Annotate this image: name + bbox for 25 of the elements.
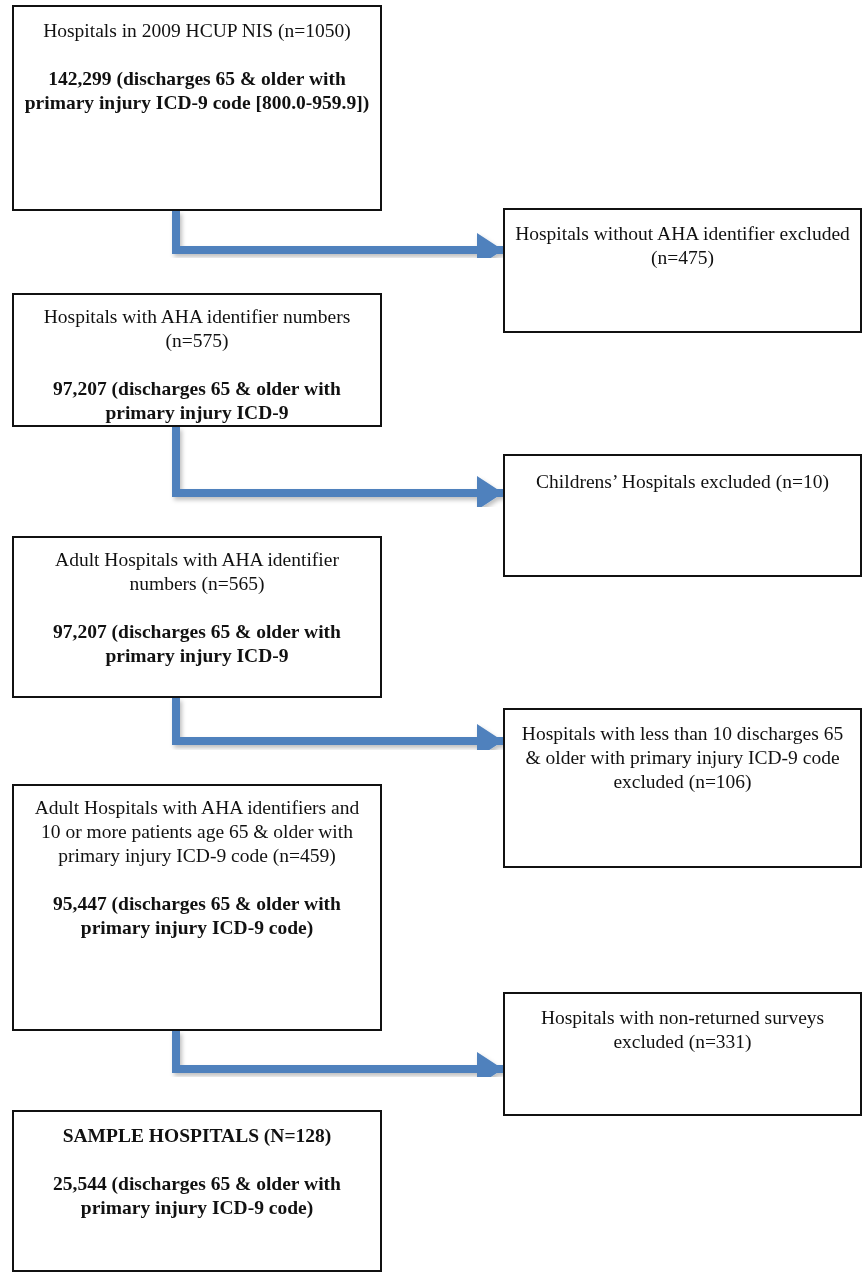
box-text: 25,544 (discharges 65 & older with primary injury ICD-9 code): [52, 1172, 342, 1220]
box-text: 95,447 (discharges 65 & older with primary injury ICD-9 code): [52, 892, 342, 940]
process-box: [12, 784, 382, 1031]
box-text: 97,207 (discharges 65 & older with primary injury ICD-9: [52, 620, 342, 668]
arrow: [172, 427, 503, 510]
process-box: [12, 1110, 382, 1272]
box-text: 97,207 (discharges 65 & older with primary injury ICD-9: [52, 377, 342, 425]
process-box: [12, 5, 382, 211]
box-text: Hospitals with non-returned surveys excluded (n=331): [539, 1006, 826, 1054]
process-box: [503, 454, 862, 577]
box-text: Childrens’ Hospitals excluded (n=10): [536, 470, 829, 494]
process-box: [12, 536, 382, 698]
box-text: Hospitals without AHA identifier excluded (n=475): [515, 222, 850, 270]
box-text: 142,299 (discharges 65 & older with primary injury ICD-9 code [800.0-959.9]): [24, 67, 370, 115]
process-box: [503, 708, 862, 868]
box-text: Hospitals with less than 10 discharges 65 & older with primary injury ICD-9 code excluded (n=106): [520, 722, 845, 794]
box-text: Hospitals in 2009 HCUP NIS (n=1050): [43, 19, 351, 43]
box-text: Adult Hospitals with AHA identifier numbers (n=565): [54, 548, 340, 596]
process-box: [503, 992, 862, 1116]
box-text: Hospitals with AHA identifier numbers (n=575): [42, 305, 352, 353]
process-box: [12, 293, 382, 427]
box-text: Adult Hospitals with AHA identifiers and 10 or more patients age 65 & older with primary injury ICD-9 code (n=459): [33, 796, 361, 868]
process-box: [503, 208, 862, 333]
arrow: [172, 1031, 503, 1086]
box-text: SAMPLE HOSPITALS (N=128): [62, 1124, 332, 1148]
